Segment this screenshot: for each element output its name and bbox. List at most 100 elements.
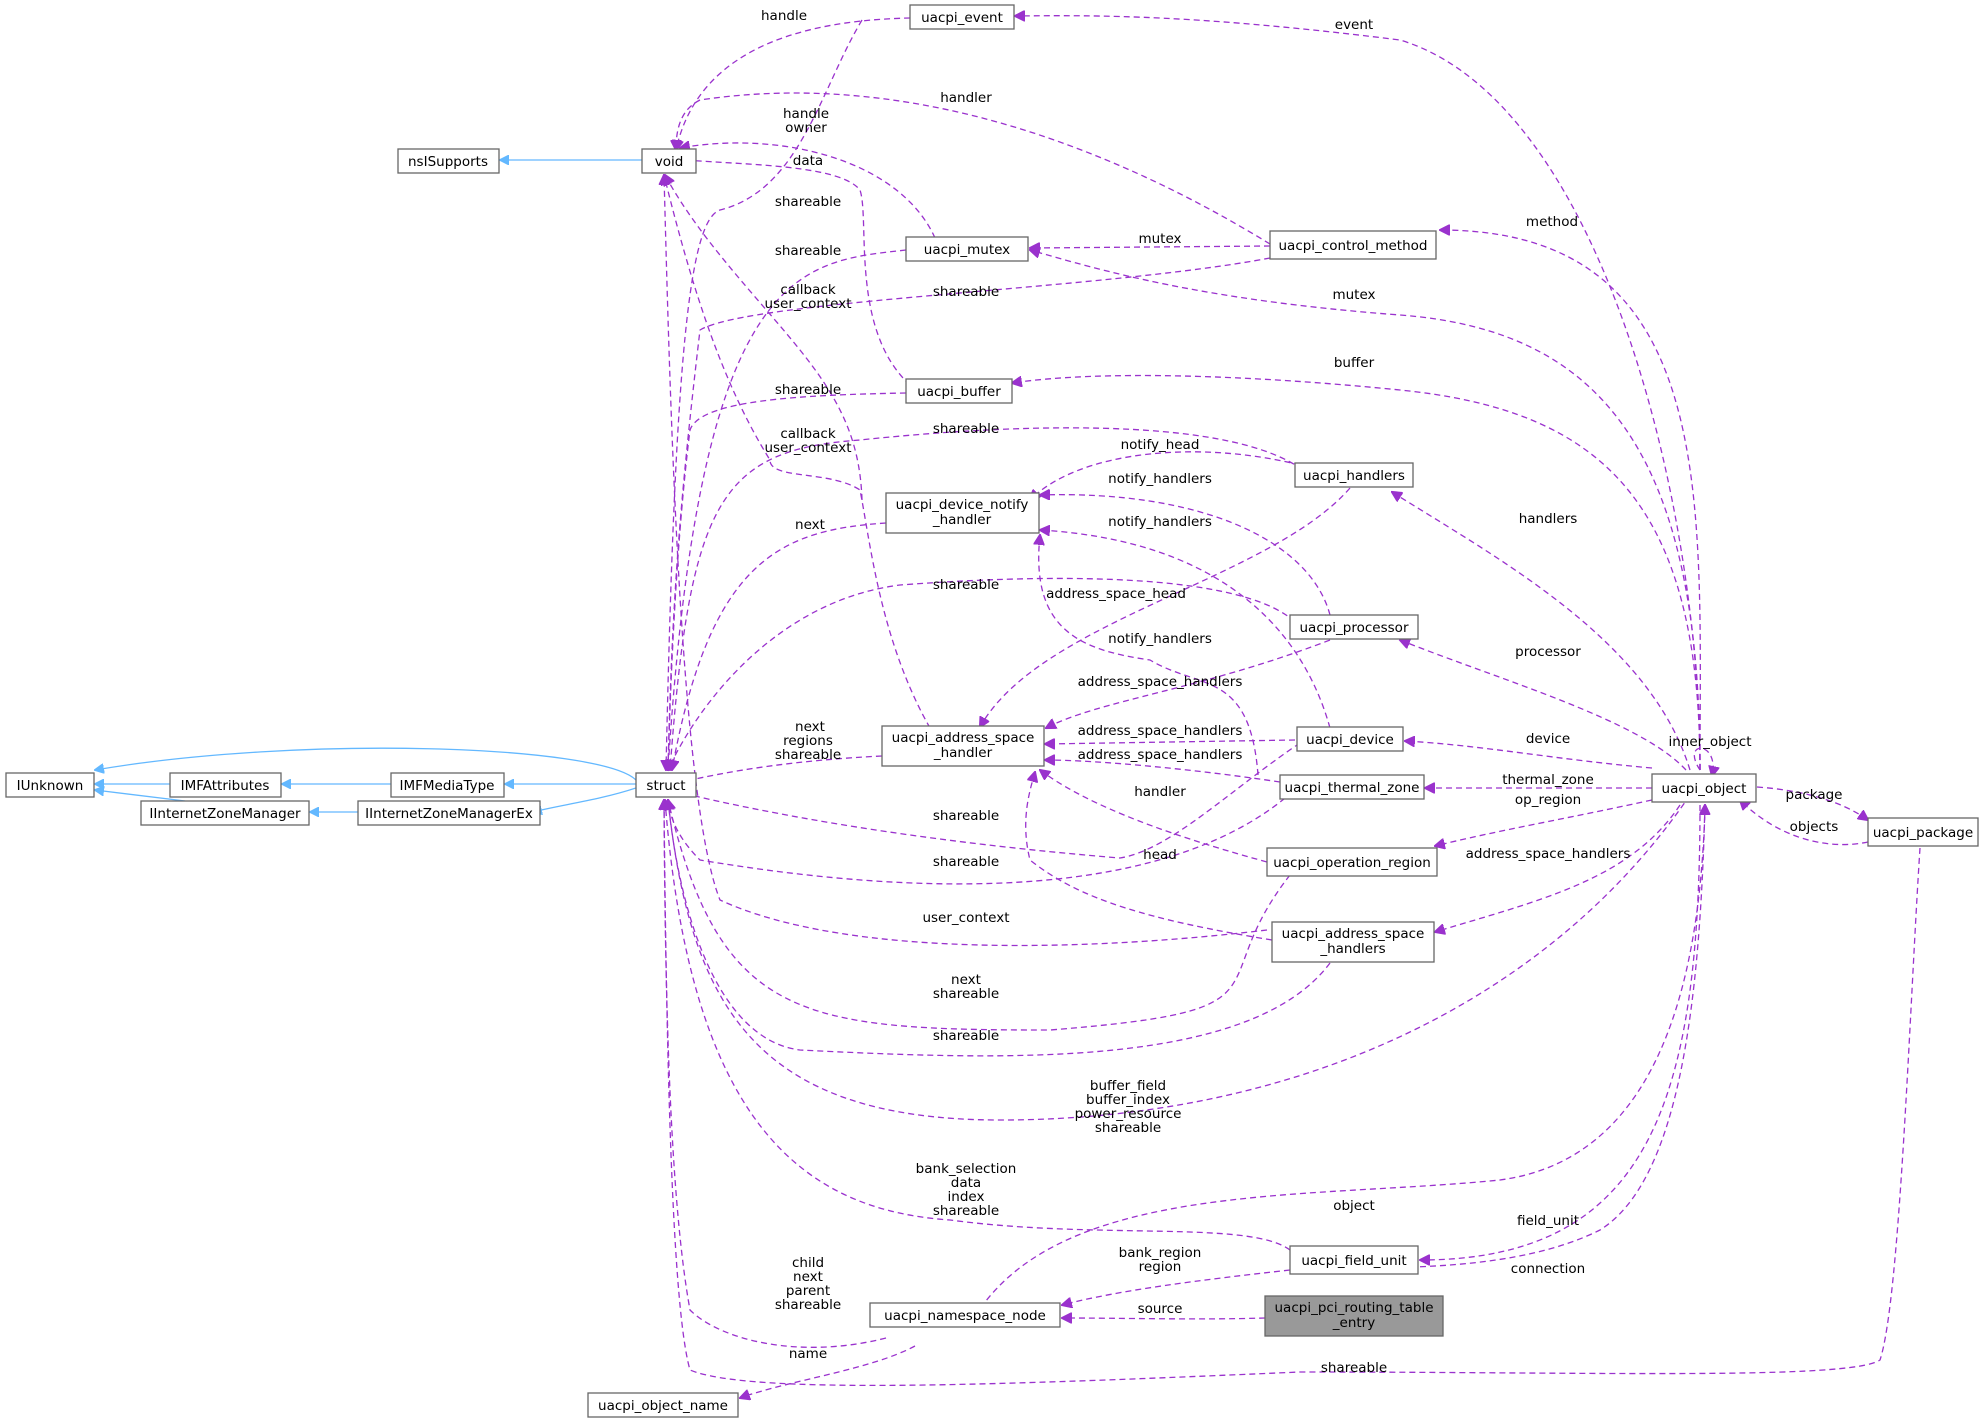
label-as-callback: callback [780,426,835,442]
label-region: region [1139,1259,1182,1275]
label-processor-shareable: shareable [933,577,999,593]
label-op-region: op_region [1515,792,1581,808]
edge-object-ashs [1435,804,1681,932]
label-notify-usercontext: user_context [764,296,851,312]
node-uacpi-thermal-zone[interactable]: uacpi_thermal_zone [1279,774,1425,800]
label-ns-name: name [789,1346,827,1362]
node-uacpi-object-name-label: uacpi_object_name [598,1398,728,1414]
label-as-shareable: shareable [775,747,841,763]
node-iunknown[interactable]: IUnknown [5,772,95,798]
edge-controlmethod-void [676,92,1271,245]
label-thermal-zone: thermal_zone [1502,772,1594,788]
node-uacpi-field-unit[interactable]: uacpi_field_unit [1289,1245,1419,1275]
node-uacpi-event[interactable]: uacpi_event [909,4,1015,30]
nodes: IUnknown IMFAttributes IInternetZoneMana… [5,4,1979,1418]
label-mutex: mutex [1138,231,1181,247]
node-iinternetzonemanagerex-label: IInternetZoneManagerEx [365,806,533,822]
node-uacpi-namespace-node-label: uacpi_namespace_node [884,1308,1046,1324]
label-ns-parent: parent [786,1283,830,1299]
node-uacpi-device-label: uacpi_device [1306,732,1394,748]
node-uacpi-object-name[interactable]: uacpi_object_name [587,1392,739,1418]
node-uacpi-handlers-label: uacpi_handlers [1303,468,1405,484]
label-event-shareable: shareable [775,194,841,210]
node-uacpi-buffer[interactable]: uacpi_buffer [905,378,1013,404]
label-device-shareable: shareable [933,808,999,824]
node-uacpi-event-label: uacpi_event [921,10,1003,26]
label-field-bankselection: bank_selection [916,1161,1017,1177]
node-iinternetzonemanager-label: IInternetZoneManager [149,806,301,822]
node-uacpi-mutex-label: uacpi_mutex [924,242,1010,258]
edge-controlmethod-mutex [1030,246,1271,248]
node-iinternetzonemanagerex[interactable]: IInternetZoneManagerEx [357,800,541,826]
edge-object-processor [1400,640,1687,771]
node-void[interactable]: void [641,148,697,174]
label-mutex-shareable: shareable [775,243,841,259]
node-uacpi-operation-region[interactable]: uacpi_operation_region [1266,847,1438,877]
node-uacpi-device-notify-handler-label-2: _handler [932,512,992,528]
node-uacpi-device[interactable]: uacpi_device [1296,726,1404,752]
label-address-space-head: address_space_head [1046,586,1186,602]
edge-processor-notify [1040,495,1331,616]
label-notify-handlers1: notify_handlers [1108,471,1212,487]
edge-object-package [1756,786,1868,820]
node-uacpi-package-label: uacpi_package [1873,825,1973,841]
label-notify-callback: callback [780,282,835,298]
edge-processor-struct [668,577,1296,770]
label-device: device [1526,731,1570,747]
edge-object-fieldunit [1420,804,1701,1260]
node-uacpi-handlers[interactable]: uacpi_handlers [1294,462,1414,488]
node-iinternetzonemanager[interactable]: IInternetZoneManager [140,800,310,826]
edge-device-notify [1040,530,1331,729]
label-object-shareable: shareable [1095,1120,1161,1136]
node-uacpi-address-space-handlers[interactable]: uacpi_address_space _handlers [1271,921,1435,963]
label-opregion-shareable: shareable [933,986,999,1002]
label-processor: processor [1515,644,1581,660]
node-nsisupports[interactable]: nsISupports [397,148,500,174]
label-method-shareable: shareable [933,284,999,300]
edge-object-event [1015,16,1701,771]
node-uacpi-package[interactable]: uacpi_package [1867,817,1979,847]
edge-package-struct [664,800,1921,1387]
node-uacpi-address-space-handler[interactable]: uacpi_address_space _handler [881,725,1045,767]
node-uacpi-control-method-label: uacpi_control_method [1278,238,1427,254]
node-uacpi-pci-routing-table-entry[interactable]: uacpi_pci_routing_table _entry [1264,1295,1444,1337]
edge-fieldunit-nsnode [1062,1269,1291,1305]
node-imfmediatype[interactable]: IMFMediaType [390,772,505,798]
edge-fieldunit-struct [665,800,1291,1251]
node-uacpi-namespace-node[interactable]: uacpi_namespace_node [869,1302,1061,1328]
node-iunknown-label: IUnknown [17,778,84,794]
node-uacpi-address-space-handler-label-1: uacpi_address_space [892,730,1035,746]
edge-labels: handle event handler handle owner data s… [761,8,1843,1376]
label-object-bufferindex: buffer_index [1086,1092,1170,1108]
edge-thermal-ash [1045,760,1281,783]
edge-ash-struct [674,755,883,784]
label-inner-object: inner_object [1668,734,1751,750]
node-uacpi-control-method[interactable]: uacpi_control_method [1269,230,1437,260]
edge-object-self [1693,747,1713,776]
label-handlers: handlers [1519,511,1578,527]
label-ash4: address_space_handlers [1466,846,1631,862]
edge-device-ash [1045,740,1296,744]
node-struct[interactable]: struct [635,772,697,798]
edge-struct-iunknown [95,747,637,781]
label-as-regions: regions [783,733,833,749]
edge-mutex-struct [668,249,907,770]
label-buffer-shareable: shareable [775,382,841,398]
edge-iinternetzonemanager-iunknown [95,790,186,802]
node-imfattributes[interactable]: IMFAttributes [169,772,282,798]
node-imfmediatype-label: IMFMediaType [400,778,495,794]
node-uacpi-processor[interactable]: uacpi_processor [1289,614,1419,640]
label-field-shareable: shareable [933,1203,999,1219]
edge-opregion-void [664,175,1268,947]
node-uacpi-object[interactable]: uacpi_object [1651,773,1757,803]
edge-ashs-ash [1025,772,1273,941]
node-uacpi-mutex[interactable]: uacpi_mutex [905,236,1029,262]
edge-ash-void [664,175,931,729]
edge-processor-ash [1046,639,1331,728]
edge-mutex-void [680,143,936,239]
node-imfattributes-label: IMFAttributes [181,778,270,794]
label-notify-next: next [795,517,825,533]
node-uacpi-device-notify-handler[interactable]: uacpi_device_notify _handler [885,492,1040,534]
edge-notify-void [665,175,863,501]
